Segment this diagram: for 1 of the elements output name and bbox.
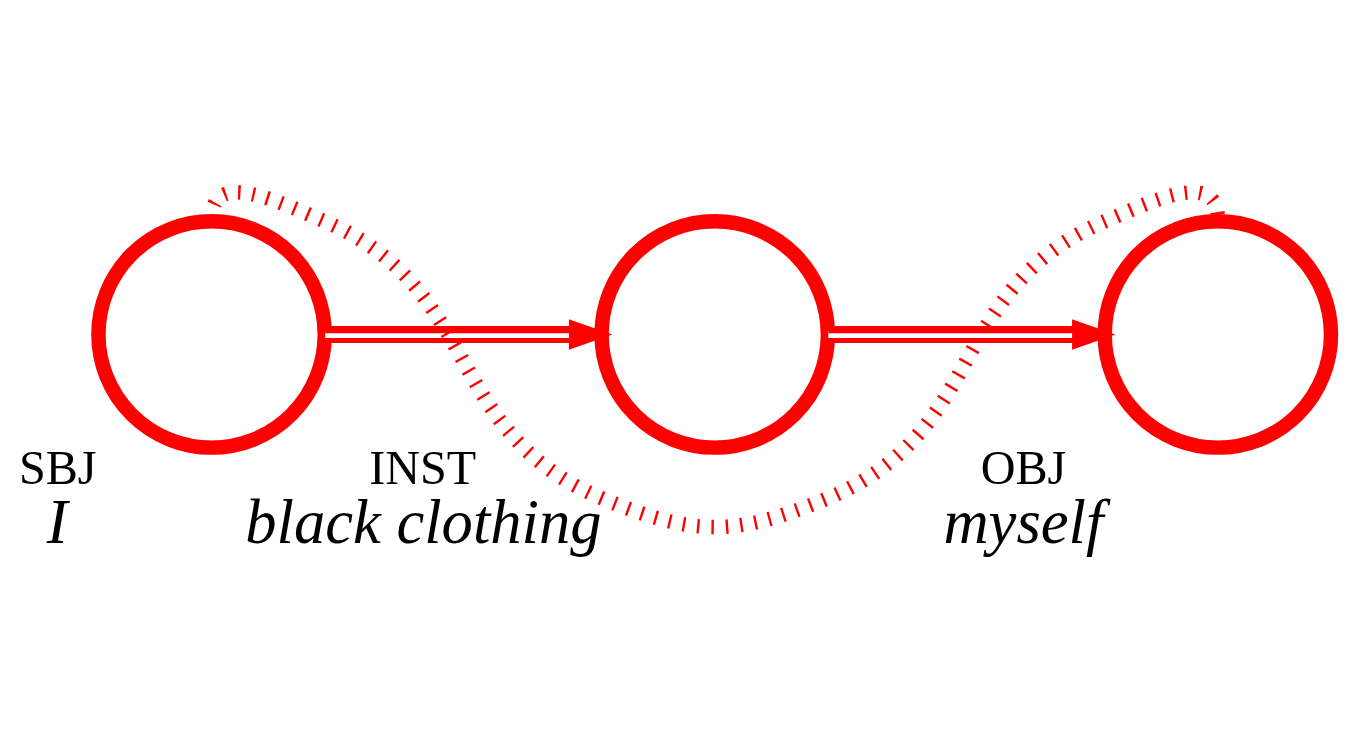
node-label: OBJ — [980, 440, 1067, 494]
